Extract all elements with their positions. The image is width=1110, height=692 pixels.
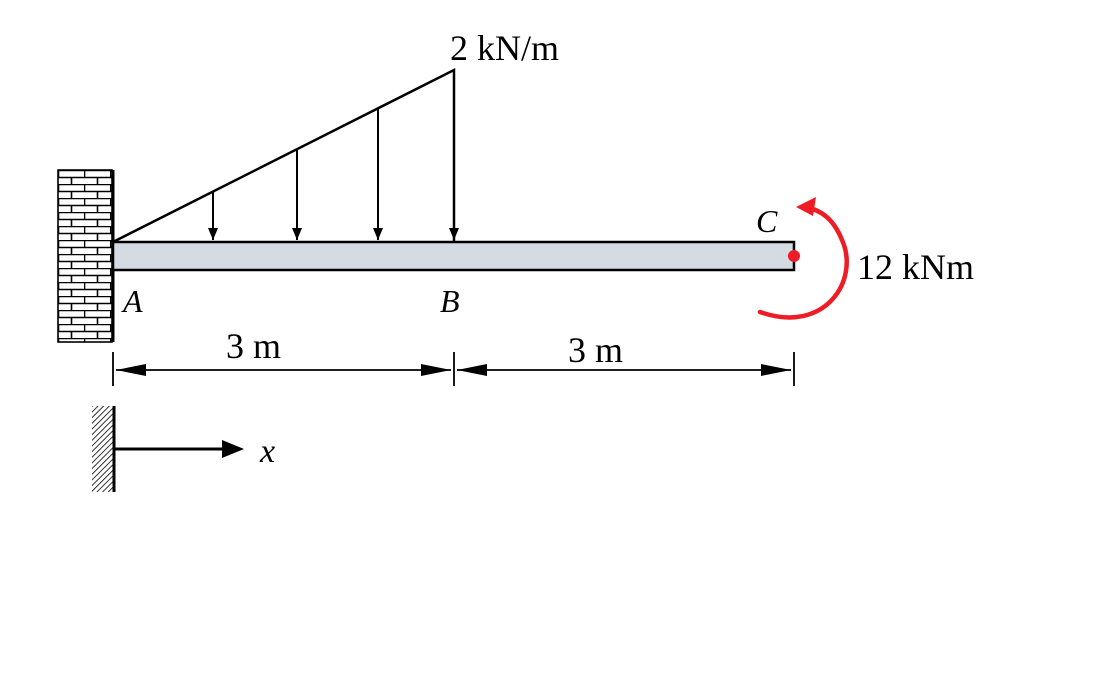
point-c-marker	[788, 250, 800, 262]
point-b-label: B	[440, 283, 460, 319]
dimension-lines	[112, 352, 795, 386]
span-ab-label: 3 m	[226, 326, 281, 366]
span-bc-label: 3 m	[568, 330, 623, 370]
x-axis-arrowhead	[222, 440, 244, 458]
x-axis-label: x	[259, 433, 275, 470]
point-a-label: A	[121, 283, 143, 319]
coordinate-axis	[92, 406, 244, 492]
applied-moment	[757, 197, 849, 320]
fixed-support-wall	[57, 169, 115, 343]
beam	[111, 240, 796, 272]
point-c-label: C	[756, 203, 778, 239]
distributed-load	[112, 67, 459, 244]
load-intensity-label: 2 kN/m	[450, 28, 559, 68]
moment-label: 12 kNm	[857, 247, 974, 287]
